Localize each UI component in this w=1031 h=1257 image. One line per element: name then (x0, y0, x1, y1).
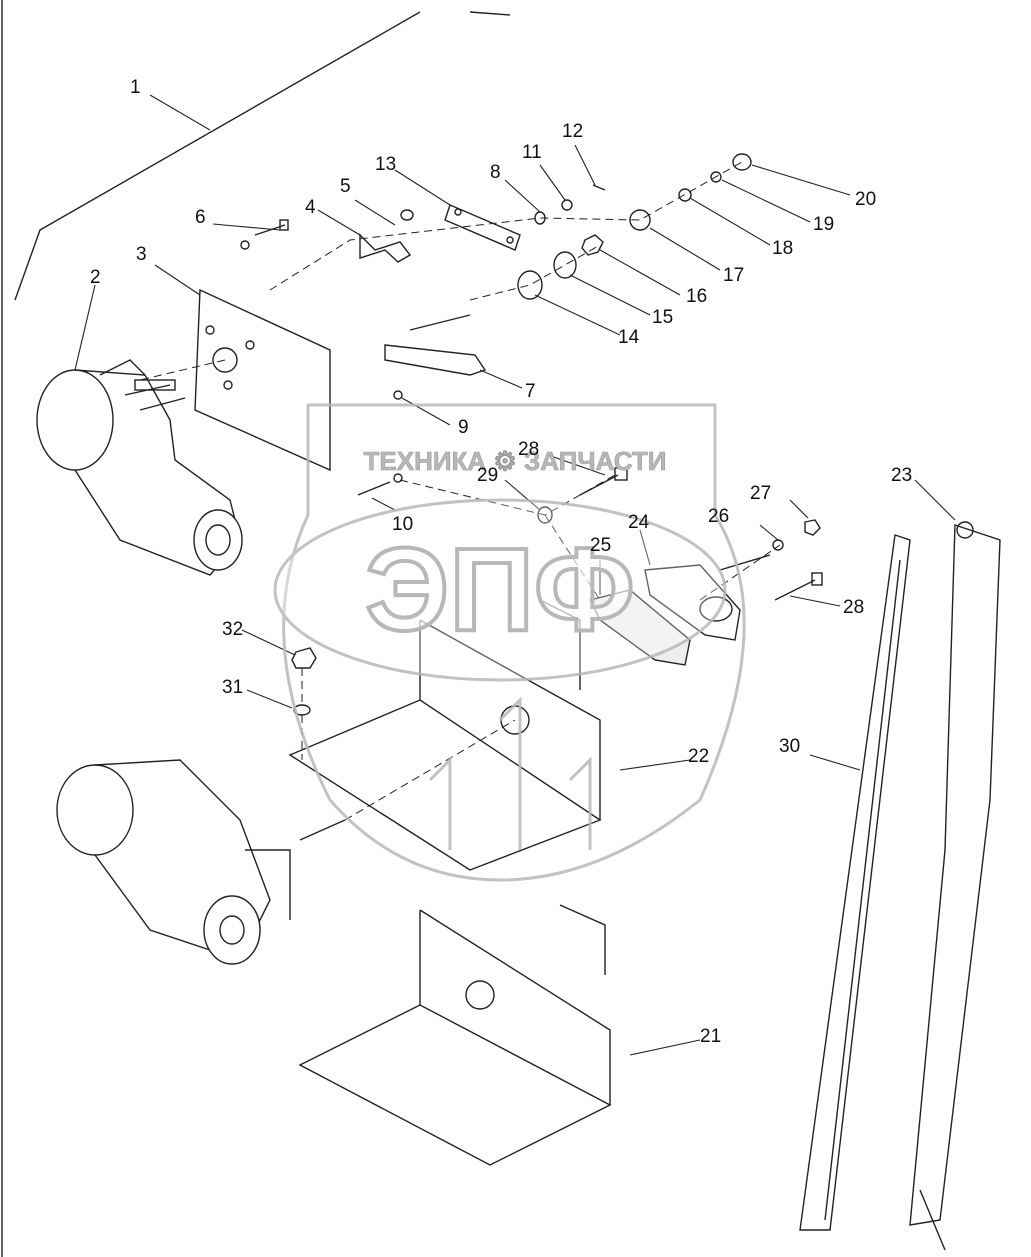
callout-16: 16 (686, 286, 708, 307)
callout-9: 9 (458, 417, 469, 438)
wiper-arm-23 (909, 521, 1001, 1251)
callout-17: 17 (723, 265, 745, 286)
washer-11 (561, 199, 573, 211)
callout-23: 23 (891, 465, 913, 486)
bolt-10 (357, 390, 403, 496)
washer-19 (710, 171, 722, 183)
explode-lines (139, 161, 781, 821)
nut-16 (581, 234, 604, 256)
callout-5: 5 (340, 176, 351, 197)
callout-12: 12 (562, 121, 584, 142)
pivot-housing-24 (644, 554, 771, 641)
callout-27: 27 (750, 483, 772, 504)
watermark-company-text: ТЕХНИКА ⚙ ЗАПЧАСТИ (364, 446, 667, 476)
watermark (273, 403, 746, 882)
callout-13: 13 (375, 154, 397, 175)
washer-29 (537, 506, 553, 524)
spring-18 (678, 188, 692, 202)
callout-29: 29 (477, 465, 499, 486)
callout-20: 20 (855, 189, 877, 210)
spacer-14 (517, 270, 543, 300)
callout-1: 1 (130, 77, 141, 98)
callout-14: 14 (618, 327, 640, 348)
link-arm-13 (444, 204, 521, 251)
callout-30: 30 (779, 736, 801, 757)
callout-26: 26 (708, 506, 730, 527)
cab-panel-outline (1, 0, 511, 1257)
clip-12 (592, 184, 606, 191)
callout-15: 15 (652, 307, 674, 328)
bolt-6 (240, 219, 289, 250)
bolt-28-lower (774, 572, 823, 601)
crank-arm-7 (384, 314, 487, 376)
callout-19: 19 (813, 214, 835, 235)
callout-8: 8 (490, 162, 501, 183)
bracket-21 (298, 904, 612, 1166)
wiper-blade-30 (799, 534, 911, 1231)
bracket-4 (359, 209, 414, 263)
cap-20 (732, 153, 752, 171)
callout-11: 11 (522, 142, 542, 163)
callout-4: 4 (305, 197, 316, 218)
callout-25: 25 (590, 535, 612, 556)
mounting-plate (194, 288, 331, 472)
callout-7: 7 (525, 381, 536, 402)
washer-26 (772, 539, 784, 551)
callout-32: 32 (222, 619, 244, 640)
wiper-motor-lower (56, 759, 346, 965)
nut-32 (291, 647, 317, 669)
callout-21: 21 (700, 1026, 722, 1047)
callout-18: 18 (772, 238, 794, 259)
callout-22: 22 (688, 746, 710, 767)
callout-10: 10 (392, 514, 414, 535)
wiper-motor-upper (36, 359, 243, 576)
callout-28-upper: 28 (518, 439, 540, 460)
watermark-logo-text: ЭПФ (365, 524, 634, 656)
nut-27 (804, 519, 821, 536)
callout-2: 2 (90, 267, 101, 288)
callout-28-lower: 28 (843, 597, 865, 618)
callout-31: 31 (222, 677, 244, 698)
callout-6: 6 (195, 207, 206, 228)
cap-17 (629, 209, 651, 231)
callout-3: 3 (136, 244, 147, 265)
callout-24: 24 (628, 512, 650, 533)
leader-lines (74, 94, 956, 1056)
washer-15 (553, 251, 577, 279)
gasket-25 (588, 589, 691, 666)
